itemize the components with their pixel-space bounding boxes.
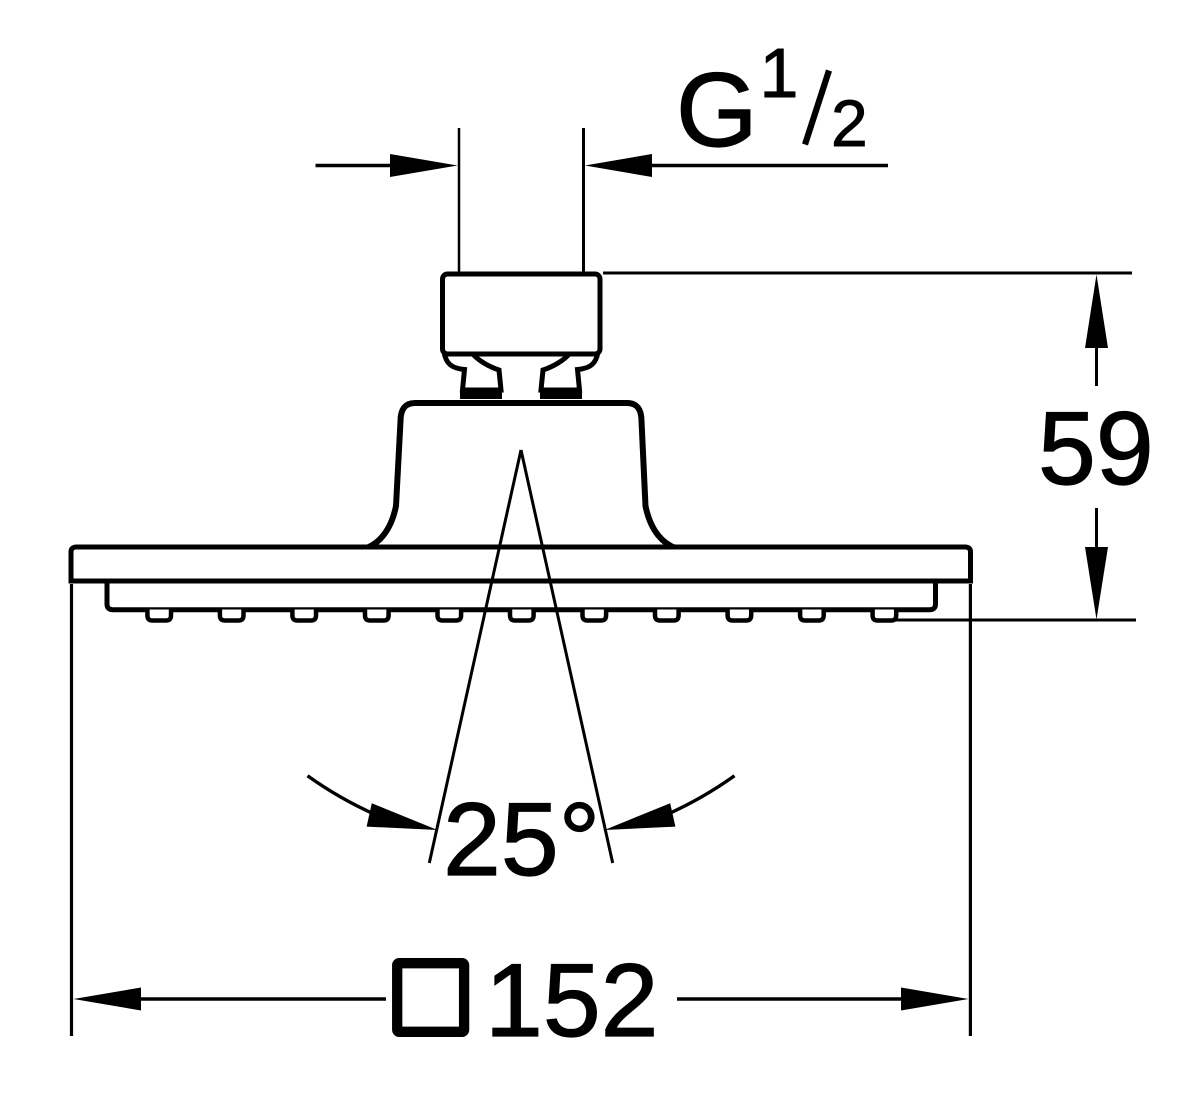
svg-text:25°: 25° [443,782,600,898]
svg-text:59: 59 [1038,391,1154,507]
svg-text:152: 152 [485,943,659,1059]
svg-text:1: 1 [760,34,799,112]
svg-text:2: 2 [831,86,868,160]
svg-text:G: G [676,52,758,169]
